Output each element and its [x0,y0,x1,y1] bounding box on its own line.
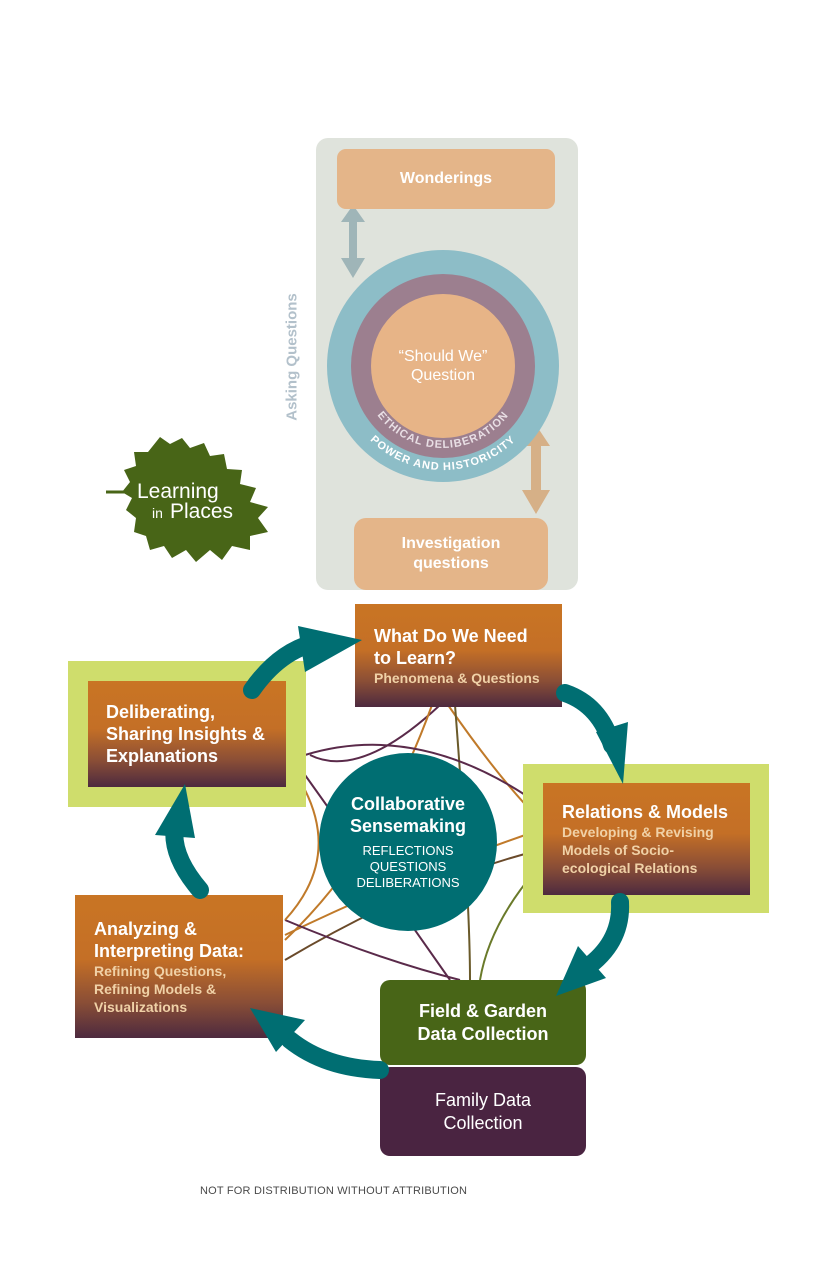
analyzing-box: Analyzing & Interpreting Data: Refining … [75,895,283,1038]
arrowhead-icon [250,1008,305,1052]
analyzing-subtitle-2: Refining Models & [94,980,217,997]
arrowhead-icon [596,722,628,784]
upper-arrow-head-up [341,205,365,222]
wonderings-box: Wonderings [337,149,555,209]
analyzing-title-1: Analyzing & [94,918,198,939]
center-item-questions: QUESTIONS [369,859,447,874]
analyzing-subtitle-3: Visualizations [94,998,188,1015]
relations-subtitle-2: Models of Socio- [562,842,674,858]
arrow-field-to-analyzing [281,1031,389,1079]
relations-models-box: Relations & Models Developing & Revising… [543,783,750,895]
logo-line1: Learning [137,480,219,503]
analyzing-subtitle-1: Refining Questions, [94,962,227,979]
logo-line2a: in [152,505,163,521]
analyzing-title-2: Interpreting Data: [94,940,245,961]
what-learn-title-2: to Learn? [374,647,457,668]
center-items: REFLECTIONS QUESTIONS DELIBERATIONS [356,843,459,891]
arrow-relations-to-field [581,893,630,974]
deliberating-title-3: Explanations [106,746,219,766]
what-do-we-need-to-learn-box: What Do We Need to Learn? Phenomena & Qu… [355,604,562,707]
investigation-questions-box: Investigation questions [354,518,548,590]
what-learn-subtitle: Phenomena & Questions [374,669,540,686]
center-title-2: Sensemaking [349,816,467,836]
collaborative-sensemaking-circle: Collaborative Sensemaking REFLECTIONS QU… [319,753,497,931]
upper-arrow-shaft [349,222,357,260]
leaf-icon [122,437,268,562]
what-learn-title-1: What Do We Need [374,625,528,646]
ring-labels: ETHICAL DELIBERATION POWER AND HISTORICI… [368,409,517,473]
deliberating-title-2: Sharing Insights & [106,724,266,744]
arrowhead-icon [556,946,606,996]
arrowhead-icon [155,784,195,838]
family-data-collection-box: Family Data Collection [380,1067,586,1156]
footer-notice: NOT FOR DISTRIBUTION WITHOUT ATTRIBUTION [200,1185,468,1197]
field-garden-data-collection-box: Field & Garden Data Collection [380,980,586,1065]
learning-in-places-logo: Learning in Places [106,437,268,562]
web-line [309,704,441,763]
web-line [304,743,541,806]
should-we-question: “Should We” Question [371,294,515,438]
lower-arrow-shaft [531,440,541,495]
web-line [284,789,320,921]
deliberating-title-1: Deliberating, [106,702,216,722]
relations-subtitle-3: ecological Relations [562,860,698,876]
center-item-reflections: REFLECTIONS [362,843,454,858]
logo-line2b: Places [170,500,233,523]
center-item-deliberations: DELIBERATIONS [356,875,460,890]
arrowhead-icon [298,626,362,672]
center-title-1: Collaborative [350,794,466,814]
lower-arrow-head-down [522,490,550,514]
upper-arrow-head-down [341,258,365,278]
relations-title: Relations & Models [562,802,729,822]
relations-subtitle-1: Developing & Revising [562,824,714,840]
web-line [284,919,461,981]
